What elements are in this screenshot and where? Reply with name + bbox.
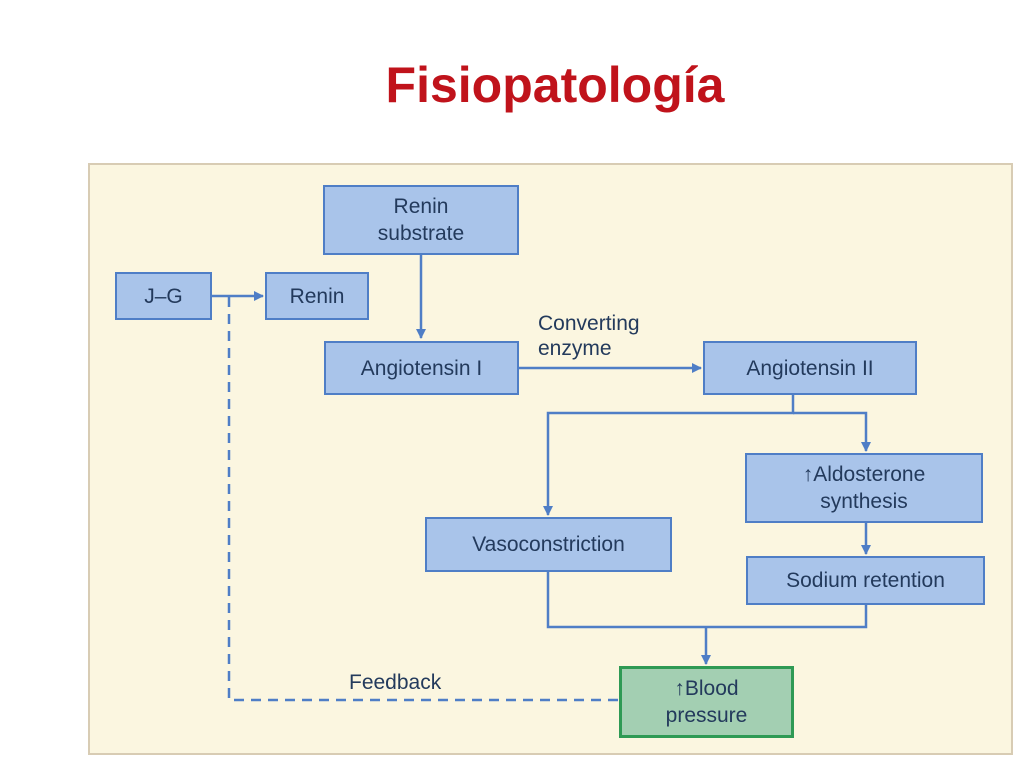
label-converting-enzyme: Converting enzyme [538,312,640,360]
node-renin: Renin [265,272,369,320]
node-aldosterone-synthesis: ↑Aldosterone synthesis [745,453,983,523]
node-blood-pressure: ↑Blood pressure [619,666,794,738]
node-angiotensin-2: Angiotensin II [703,341,917,395]
node-sodium-retention: Sodium retention [746,556,985,605]
node-renin-substrate: Renin substrate [323,185,519,255]
node-angiotensin-1: Angiotensin I [324,341,519,395]
node-jg: J–G [115,272,212,320]
node-vasoconstriction: Vasoconstriction [425,517,672,572]
slide-title: Fisiopatología [385,57,725,113]
label-feedback: Feedback [349,671,442,694]
